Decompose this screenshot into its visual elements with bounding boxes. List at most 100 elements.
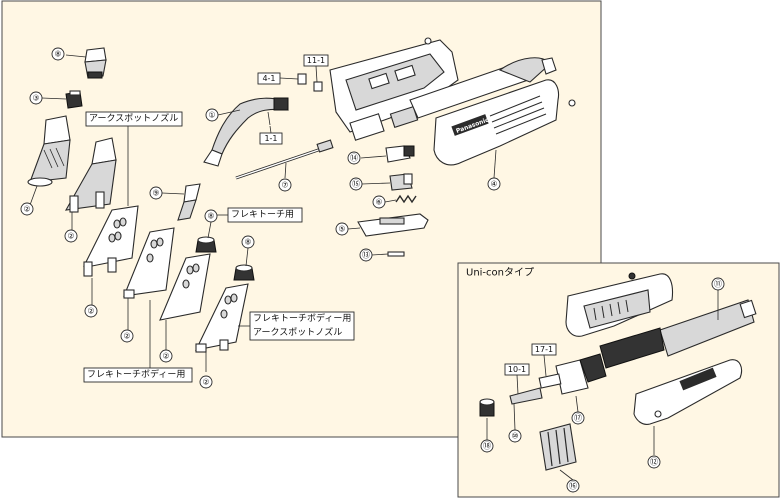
svg-text:②: ② [87, 307, 94, 316]
part-16-collar [539, 423, 577, 471]
inset-handle-half [565, 273, 674, 337]
callout-1: ① [205, 108, 219, 122]
svg-text:⑩: ⑩ [511, 432, 518, 441]
svg-text:1-1: 1-1 [264, 134, 277, 143]
svg-text:⑰: ⑰ [574, 414, 582, 423]
part-15-trigger [389, 173, 413, 191]
part-14-switch [385, 145, 415, 163]
callout-4: ④ [487, 177, 501, 191]
part-8-ring-a [195, 236, 217, 253]
part-17-connector [538, 327, 665, 395]
handle-half-top [329, 39, 459, 141]
callout-3: ③ [29, 91, 43, 105]
part-12-grip [633, 359, 743, 425]
callout-2-a: ② [20, 202, 34, 216]
part-18-ring [479, 398, 495, 417]
svg-text:⑦: ⑦ [281, 181, 288, 190]
svg-text:⑤: ⑤ [338, 225, 345, 234]
callout-2-b: ② [64, 229, 78, 243]
tag-10-1: 10-1 [504, 363, 530, 376]
svg-text:⑥: ⑥ [375, 198, 382, 207]
callout-18: ⑱ [480, 439, 494, 453]
part-4-handle-grip: Panasonic [433, 79, 560, 166]
svg-text:⑧: ⑧ [54, 50, 61, 59]
callout-9: ⑨ [149, 186, 163, 200]
svg-text:フレキトーチボディー用: フレキトーチボディー用 [87, 368, 185, 380]
callout-2-f: ② [199, 375, 213, 389]
part-8-ring-b [233, 264, 255, 281]
label-flex-torch: フレキトーチ用 [227, 207, 303, 223]
svg-text:⑪: ⑪ [714, 280, 722, 289]
part-3-insulator [65, 90, 83, 109]
label-arc-spot-nozzle: アークスポットノズル [85, 111, 183, 127]
svg-text:アークスポットノズル: アークスポットノズル [89, 112, 178, 124]
svg-text:⑧: ⑧ [207, 212, 214, 221]
callout-6: ⑥ [372, 195, 386, 209]
callout-10: ⑩ [508, 429, 522, 443]
callout-15: ⑮ [349, 177, 363, 191]
tag-1-1: 1-1 [259, 132, 283, 145]
callout-11: ⑪ [711, 277, 725, 291]
tag-17-1: 17-1 [531, 343, 557, 356]
tag-11-1: 11-1 [303, 54, 329, 67]
svg-text:②: ② [162, 352, 169, 361]
svg-text:⑮: ⑮ [352, 180, 360, 189]
svg-text:②: ② [202, 378, 209, 387]
callout-8-top: ⑧ [51, 47, 65, 61]
callout-16: ⑯ [566, 479, 580, 493]
callout-5: ⑤ [335, 222, 349, 236]
part-2-nozzle-a [27, 115, 71, 187]
callout-2-c: ② [84, 304, 98, 318]
svg-text:⑯: ⑯ [569, 482, 577, 491]
svg-text:②: ② [123, 332, 130, 341]
svg-text:④: ④ [490, 180, 497, 189]
part-2-nozzle-b [83, 205, 139, 277]
part-6-spring [395, 194, 417, 204]
part-2-arc-spot-nozzle-a [64, 137, 117, 213]
svg-text:②: ② [23, 205, 30, 214]
part-8-tip [84, 47, 107, 79]
screw-4-1 [297, 73, 307, 85]
svg-text:アークスポットノズル: アークスポットノズル [253, 326, 342, 338]
callout-17: ⑰ [571, 411, 585, 425]
svg-text:①: ① [208, 111, 215, 120]
inset-title: Uni-conタイプ [466, 267, 534, 279]
svg-text:⑨: ⑨ [152, 189, 159, 198]
screw-right [568, 99, 576, 107]
screw-11-1 [313, 81, 323, 92]
callout-13: ⑬ [359, 248, 373, 262]
svg-text:③: ③ [32, 94, 39, 103]
callout-2-d: ② [120, 329, 134, 343]
part-1-gooseneck [203, 97, 289, 167]
part-5-lever [357, 213, 429, 237]
part-11-uni-con-tube [659, 299, 757, 357]
callout-8-a: ⑧ [204, 209, 218, 223]
svg-text:②: ② [67, 232, 74, 241]
part-2-nozzle-d [159, 253, 211, 321]
cable-tube [409, 57, 557, 119]
svg-text:4-1: 4-1 [262, 74, 275, 83]
part-13-pin [387, 251, 405, 257]
part-2-nozzle-e [195, 283, 249, 353]
svg-text:⑭: ⑭ [350, 154, 358, 163]
inset-screw [628, 272, 636, 280]
part-2-nozzle-c [123, 227, 175, 299]
label-flex-body-arc: フレキトーチボディー用 アークスポットノズル [249, 311, 355, 341]
svg-text:フレキトーチ用: フレキトーチ用 [231, 209, 294, 220]
callout-14: ⑭ [347, 151, 361, 165]
svg-text:⑫: ⑫ [650, 458, 658, 467]
svg-text:10-1: 10-1 [508, 365, 526, 374]
callout-12: ⑫ [647, 455, 661, 469]
callout-8-b: ⑧ [241, 235, 255, 249]
label-flex-body: フレキトーチボディー用 [83, 367, 193, 383]
svg-text:フレキトーチボディー用: フレキトーチボディー用 [253, 312, 351, 324]
callout-7: ⑦ [278, 178, 292, 192]
callout-2-e: ② [159, 349, 173, 363]
svg-text:⑱: ⑱ [483, 442, 491, 451]
part-9-tip-body [177, 183, 201, 221]
tag-4-1: 4-1 [257, 72, 281, 85]
svg-text:11-1: 11-1 [307, 56, 325, 65]
part-10-adapter [509, 387, 543, 405]
svg-text:⑧: ⑧ [244, 238, 251, 247]
